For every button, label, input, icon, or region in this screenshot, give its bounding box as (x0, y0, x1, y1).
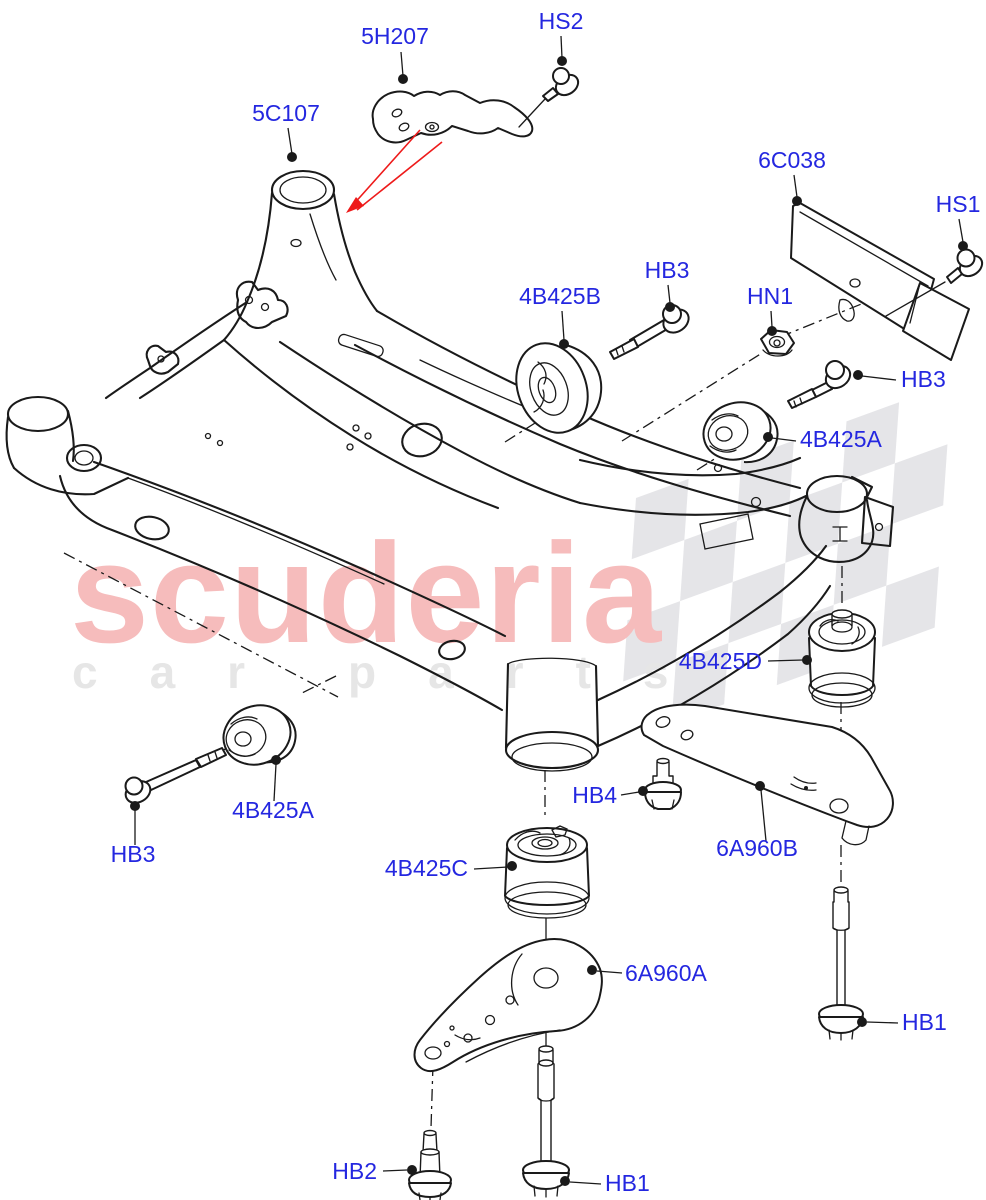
leader-line-HS2 (560, 35, 563, 59)
leader-dot-4B425C (507, 861, 517, 871)
part-label-HS1[interactable]: HS1 (936, 191, 981, 217)
leader-line-4B425B (561, 310, 565, 341)
part-label-HB2[interactable]: HB2 (332, 1158, 377, 1184)
leader-dot-4B425A-right (763, 432, 773, 442)
part-label-HS2[interactable]: HS2 (539, 8, 584, 34)
leader-dot-HS1 (958, 241, 968, 251)
part-label-HB3-right[interactable]: HB3 (901, 366, 946, 392)
brand-watermark-sub-left: car (72, 646, 297, 698)
leader-dot-6C038 (792, 196, 802, 206)
location-arrow-red (346, 129, 443, 213)
leader-dot-5H207 (398, 74, 408, 84)
axis-line (621, 352, 763, 442)
axis-line (301, 675, 337, 694)
leader-dot-5C107 (287, 152, 297, 162)
part-bolt-HB4 (644, 757, 682, 810)
leader-dot-4B425B (559, 339, 569, 349)
part-label-4B425A-left[interactable]: 4B425A (232, 797, 315, 823)
brand-watermark: scuderia (70, 514, 662, 673)
leader-dot-6A960A (587, 965, 597, 975)
part-label-6A960B[interactable]: 6A960B (716, 835, 798, 861)
leader-line-HB1-bottom (569, 1181, 602, 1185)
leader-line-4B425D (767, 659, 804, 662)
leader-line-6A960A (596, 970, 623, 974)
part-label-4B425A-right[interactable]: 4B425A (800, 426, 883, 452)
leader-dot-4B425A-left (271, 755, 281, 765)
part-arm-6A960B (640, 703, 894, 846)
leader-dot-4B425D (802, 655, 812, 665)
part-bushing-4B425A-left (222, 704, 297, 766)
part-label-4B425B[interactable]: 4B425B (519, 283, 601, 309)
red-arrow-line (356, 141, 443, 211)
leader-line-HB1-right (866, 1021, 899, 1024)
part-bolt-HS1 (885, 248, 984, 317)
red-arrowhead (346, 197, 364, 213)
axis-line (504, 417, 544, 443)
part-nut-HN1 (760, 329, 795, 357)
leader-dot-HB1-bottom (560, 1176, 570, 1186)
part-label-5C107[interactable]: 5C107 (252, 100, 320, 126)
leader-line-HB4 (620, 791, 640, 796)
red-arrow-line (351, 129, 421, 207)
part-label-HB3-top[interactable]: HB3 (645, 257, 690, 283)
leader-dot-HB1-right (857, 1017, 867, 1027)
part-bushing-4B425C (504, 825, 590, 919)
leader-line-HB2 (382, 1169, 408, 1172)
leader-dot-6A960B (755, 781, 765, 791)
leader-line-4B425C (473, 866, 509, 870)
axis-line (696, 457, 717, 471)
part-arm-6A960A (413, 938, 603, 1073)
part-label-HB3-left[interactable]: HB3 (111, 841, 156, 867)
part-label-HN1[interactable]: HN1 (747, 283, 793, 309)
part-bolt-HB3-top (609, 304, 690, 360)
part-bolt-HB3-left (124, 747, 227, 804)
leader-line-HB3-right (861, 375, 897, 381)
leader-line-HB3-top (667, 284, 671, 304)
part-bolt-HB2 (408, 1129, 452, 1200)
part-bushing-4B425A-right (702, 401, 779, 464)
part-label-4B425D[interactable]: 4B425D (679, 648, 762, 674)
leader-dot-HN1 (767, 326, 777, 336)
leader-line-6A960B (760, 789, 767, 842)
leader-line-5C107 (287, 127, 293, 155)
leader-dot-HB3-right (853, 370, 863, 380)
leader-line-HS1 (958, 218, 964, 243)
part-bushing-4B425B (515, 342, 603, 434)
leader-dot-HB3-top (665, 302, 675, 312)
leader-dot-HB3-left (130, 801, 140, 811)
part-label-4B425C[interactable]: 4B425C (385, 855, 468, 881)
leader-line-5H207 (400, 51, 404, 77)
part-bolt-HS2 (518, 67, 580, 128)
part-bushing-4B425D (808, 609, 876, 708)
part-label-HB4[interactable]: HB4 (572, 782, 617, 808)
leader-dot-HB4 (638, 786, 648, 796)
part-bracket-5H207 (371, 90, 534, 144)
part-label-HB1-bottom[interactable]: HB1 (605, 1170, 650, 1196)
leader-dot-HB2 (407, 1165, 417, 1175)
part-bolt-HB1-right (818, 886, 864, 1041)
part-plate-6C038 (790, 202, 970, 361)
leader-line-HN1 (770, 310, 773, 328)
brand-watermark-sub-right: parts (348, 646, 720, 698)
leader-line-4B425A-left (273, 763, 277, 802)
part-bolt-HB1-bottom (522, 1045, 570, 1198)
part-label-6A960A[interactable]: 6A960A (625, 960, 708, 986)
axis-line (63, 552, 339, 698)
part-label-HB1-right[interactable]: HB1 (902, 1009, 947, 1035)
axis-line (430, 1063, 434, 1129)
part-bolt-HB3-right (787, 360, 852, 409)
part-label-6C038[interactable]: 6C038 (758, 147, 826, 173)
leader-line-4B425A-right (771, 437, 797, 442)
part-label-5H207[interactable]: 5H207 (361, 23, 429, 49)
leader-line-6C038 (793, 174, 798, 198)
axis-line (779, 293, 887, 338)
leader-dot-HS2 (557, 56, 567, 66)
